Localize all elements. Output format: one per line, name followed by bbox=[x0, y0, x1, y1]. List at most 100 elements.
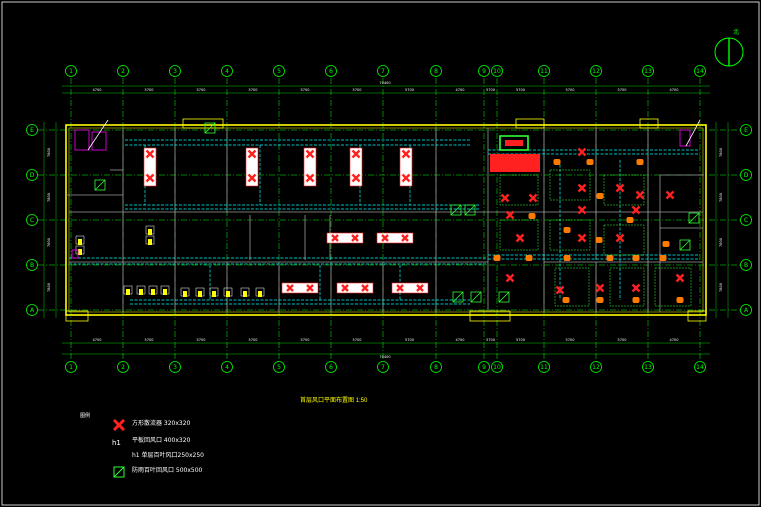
grid-bubble-14 bbox=[694, 361, 706, 373]
bay-dimension: 5700 bbox=[353, 88, 362, 92]
square-diffuser-icon bbox=[351, 173, 361, 183]
grid-bubble-A bbox=[740, 304, 752, 316]
room-zone-outline bbox=[499, 174, 539, 206]
louver-icon bbox=[112, 463, 126, 478]
grille-mark bbox=[258, 291, 262, 297]
grid-label-2: 2 bbox=[121, 68, 125, 75]
square-diffuser-icon bbox=[305, 149, 315, 159]
grid-label-5: 5 bbox=[277, 68, 281, 75]
grid-bubble-11 bbox=[538, 361, 550, 373]
exterior-wall bbox=[65, 124, 707, 316]
grid-label-10: 10 bbox=[493, 364, 501, 371]
row-dimension: 7800 bbox=[719, 283, 723, 292]
grid-label-11: 11 bbox=[540, 364, 548, 371]
grille-mark bbox=[212, 291, 216, 297]
louver-icon bbox=[464, 204, 476, 216]
svg-text:h1: h1 bbox=[112, 439, 121, 447]
square-diffuser-icon bbox=[112, 416, 126, 432]
room-zone-outline bbox=[603, 174, 645, 206]
square-diffuser-icon bbox=[396, 284, 404, 292]
square-diffuser-icon bbox=[401, 149, 411, 159]
grille-mark bbox=[139, 289, 143, 295]
linear-diffuser bbox=[336, 282, 374, 294]
grid-bubble-6 bbox=[325, 361, 337, 373]
north-arrow-icon: 北 bbox=[714, 28, 744, 67]
equipment-block-red bbox=[490, 154, 540, 172]
louver-icon bbox=[450, 204, 462, 216]
grille-mark bbox=[126, 289, 130, 295]
row-dimension: 7800 bbox=[47, 193, 51, 202]
square-diffuser-icon bbox=[401, 173, 411, 183]
grid-bubble-E bbox=[26, 124, 38, 136]
grid-label-1: 1 bbox=[69, 364, 73, 371]
square-diffuser-icon bbox=[505, 273, 515, 283]
square-diffuser-icon bbox=[615, 183, 625, 193]
bay-dimension: 4700 bbox=[456, 88, 465, 92]
grid-bubble-1 bbox=[65, 361, 77, 373]
square-diffuser-icon bbox=[401, 234, 409, 242]
grid-bubble-2 bbox=[117, 65, 129, 77]
grid-bubble-11 bbox=[538, 65, 550, 77]
louver-slash bbox=[498, 291, 510, 303]
round-exhaust-icon bbox=[659, 255, 667, 261]
square-diffuser-icon bbox=[665, 190, 675, 200]
round-exhaust-icon: h1 bbox=[112, 433, 126, 447]
legend-row-louver: 防雨百叶回风口 500x500 bbox=[112, 463, 202, 478]
grid-bubble-4 bbox=[221, 65, 233, 77]
equipment-block-green bbox=[499, 135, 529, 151]
louver-icon bbox=[679, 239, 691, 251]
grid-bubble-7 bbox=[377, 361, 389, 373]
grid-label-10: 10 bbox=[493, 68, 501, 75]
grid-label-6: 6 bbox=[329, 68, 333, 75]
annotation-box bbox=[91, 131, 107, 151]
square-diffuser-icon bbox=[505, 210, 515, 220]
grid-label-3: 3 bbox=[173, 364, 177, 371]
louver-icon bbox=[498, 291, 510, 303]
bay-dimension: 4700 bbox=[456, 338, 465, 342]
round-exhaust-icon bbox=[662, 241, 670, 247]
bay-dimension: 5700 bbox=[405, 88, 414, 92]
square-diffuser-icon bbox=[675, 273, 685, 283]
grille-mark bbox=[148, 229, 152, 235]
grid-bubble-7 bbox=[377, 65, 389, 77]
grid-label-7: 7 bbox=[381, 364, 385, 371]
grid-label-4: 4 bbox=[225, 364, 229, 371]
grid-bubble-C bbox=[740, 214, 752, 226]
round-exhaust-icon bbox=[595, 237, 603, 243]
wall-bump bbox=[687, 310, 707, 322]
grid-bubble-12 bbox=[590, 65, 602, 77]
bay-dimension: 5700 bbox=[145, 338, 154, 342]
louver-slash bbox=[470, 291, 482, 303]
grid-bubble-8 bbox=[430, 361, 442, 373]
row-dimension: 7800 bbox=[719, 148, 723, 157]
drawing-title: 首层风口平面布置图 1:50 bbox=[300, 398, 368, 404]
room-zone-outline bbox=[654, 267, 692, 307]
bay-dimension: 5700 bbox=[516, 88, 525, 92]
exterior-wall-inner bbox=[68, 127, 704, 313]
grid-label-B: B bbox=[744, 262, 748, 269]
room-zone-outline bbox=[549, 169, 591, 201]
square-diffuser-icon bbox=[577, 183, 587, 193]
louver-icon bbox=[452, 291, 464, 303]
round-exhaust-icon bbox=[606, 255, 614, 261]
grid-bubble-10 bbox=[491, 65, 503, 77]
linear-diffuser bbox=[281, 282, 319, 294]
round-exhaust-icon bbox=[636, 159, 644, 165]
louver-slash bbox=[452, 291, 464, 303]
leader-line bbox=[87, 119, 109, 151]
grid-label-12: 12 bbox=[592, 68, 600, 75]
grille-mark bbox=[183, 291, 187, 297]
room-zone-outline bbox=[499, 219, 539, 251]
grid-bubble-2 bbox=[117, 361, 129, 373]
duct-network bbox=[69, 139, 700, 305]
grid-bubble-8 bbox=[430, 65, 442, 77]
round-exhaust-icon bbox=[632, 255, 640, 261]
legend-label-exhaust: 平板回风口 400x320 bbox=[132, 436, 191, 444]
square-diffuser-icon bbox=[555, 285, 565, 295]
square-diffuser-icon bbox=[361, 284, 369, 292]
linear-diffuser bbox=[326, 232, 364, 244]
room-zone-outline bbox=[603, 224, 645, 256]
round-exhaust-icon bbox=[528, 213, 536, 219]
square-diffuser-icon bbox=[515, 233, 525, 243]
grid-bubble-6 bbox=[325, 65, 337, 77]
